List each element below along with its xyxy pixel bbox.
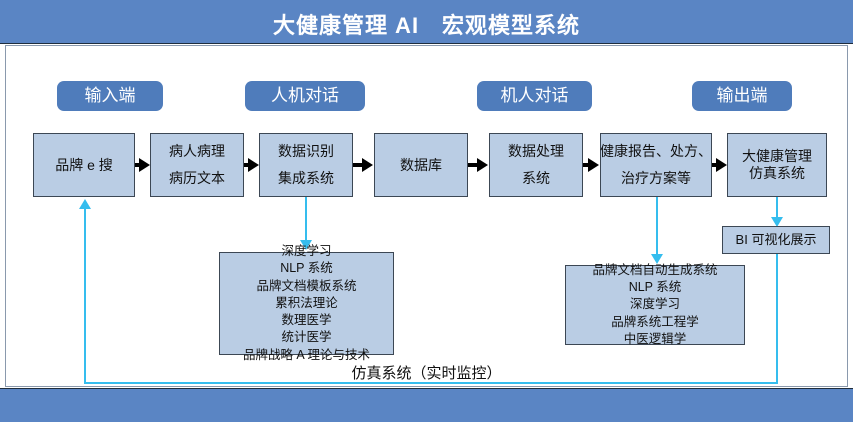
connector-stub (135, 163, 140, 167)
cyan-feedback-across (84, 382, 778, 384)
flow-node-health-report[interactable]: 健康报告、处方、 治疗方案等 (600, 133, 712, 197)
connector-stub (712, 163, 717, 167)
callout-line: 品牌文档模板系统 (256, 278, 357, 293)
flow-node-health-simulation[interactable]: 大健康管理 仿真系统 (727, 133, 827, 197)
flow-node-line: 病历文本 (169, 170, 225, 186)
stage-label-input: 输入端 (57, 81, 163, 111)
callout-line: 数理医学 (281, 313, 332, 328)
flow-node-line: 集成系统 (278, 170, 334, 186)
stage-label-machine-human-dialog: 机人对话 (477, 81, 592, 111)
stage-label-human-machine-dialog: 人机对话 (245, 81, 365, 111)
arrow-up-icon (79, 199, 91, 209)
callout-line: 中医逻辑学 (623, 331, 687, 346)
arrow-right-icon (362, 158, 373, 172)
cyan-feedback-up (84, 209, 86, 383)
cyan-line-to-right-callout (656, 197, 658, 254)
page-title: 大健康管理 AI 宏观模型系统 (272, 13, 581, 38)
arrow-right-icon (588, 158, 599, 172)
flow-node-line: 病人病理 (169, 143, 225, 160)
connector-stub (353, 163, 363, 167)
arrow-right-icon (248, 158, 259, 172)
flow-node-database[interactable]: 数据库 (374, 133, 468, 197)
arrow-right-icon (716, 158, 727, 172)
flow-node-line: 治疗方案等 (621, 170, 691, 186)
flow-node-line: 数据库 (400, 156, 442, 173)
arrow-down-icon (651, 254, 663, 264)
flow-node-line: 仿真系统 (749, 165, 805, 181)
flow-node-brand-search[interactable]: 品牌 e 搜 (33, 133, 135, 197)
callout-line: 累积法理论 (275, 295, 338, 310)
flow-node-data-processing[interactable]: 数据处理 系统 (489, 133, 583, 197)
connector-stub (583, 163, 588, 167)
cyan-feedback-down (776, 254, 778, 383)
callout-line: 深度学习 (629, 297, 680, 312)
stage-label-output: 输出端 (692, 81, 792, 111)
callout-line: 统计医学 (281, 330, 332, 345)
cyan-line-to-left-callout (305, 197, 307, 240)
flow-node-line: 大健康管理 (742, 147, 812, 164)
arrow-down-icon (771, 217, 783, 227)
connector-stub (468, 163, 478, 167)
callout-left-technologies[interactable]: 深度学习 NLP 系统 品牌文档模板系统 累积法理论 数理医学 统计医学 品牌战… (219, 244, 394, 362)
arrow-down-icon (300, 240, 312, 250)
cyan-line-to-bi (776, 197, 778, 217)
flow-node-line: 品牌 e 搜 (55, 156, 113, 173)
callout-right-technologies[interactable]: 品牌文档自动生成系统 NLP 系统 深度学习 品牌系统工程学 中医逻辑学 (565, 262, 745, 346)
flow-node-line: 数据识别 (278, 143, 334, 160)
flow-node-line: 健康报告、处方、 (600, 143, 712, 160)
bi-node-label: BI 可视化展示 (735, 231, 817, 247)
callout-line: 品牌战略 A 理论与技术 (242, 347, 371, 362)
flow-node-line: 系统 (522, 170, 550, 186)
flow-node-line: 数据处理 (508, 143, 564, 160)
callout-line: NLP 系统 (280, 261, 333, 276)
callout-line: 品牌文档自动生成系统 (592, 262, 718, 277)
flow-node-patient-pathology[interactable]: 病人病理 病历文本 (150, 133, 244, 197)
callout-line: NLP 系统 (628, 280, 682, 295)
callout-line: 品牌系统工程学 (611, 314, 699, 329)
bi-visualization-node[interactable]: BI 可视化展示 (722, 226, 830, 254)
callout-line: 深度学习 (281, 244, 332, 259)
arrow-right-icon (139, 158, 150, 172)
connector-stub (244, 163, 249, 167)
footer-band (0, 388, 853, 422)
flow-node-data-recognition[interactable]: 数据识别 集成系统 (259, 133, 353, 197)
bottom-caption: 仿真系统（实时监控） (351, 365, 502, 382)
header-band (0, 0, 853, 44)
arrow-right-icon (477, 158, 488, 172)
